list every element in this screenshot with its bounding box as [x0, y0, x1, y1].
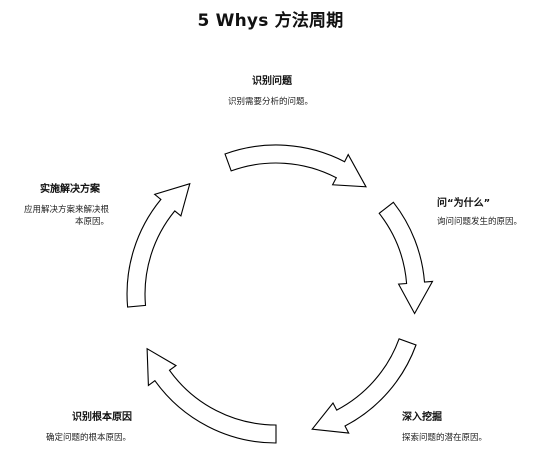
step-root-cause-desc: 确定问题的根本原因。 [46, 433, 132, 443]
arrow-ask-to-dig [378, 201, 434, 315]
step-ask-why-label: 问“为什么” [437, 198, 491, 209]
arrow-root-to-implement [146, 347, 277, 444]
step-dig-deeper-desc: 探索问题的潜在原因。 [402, 433, 488, 443]
step-implement-solution-desc-line-2: 本原因。 [74, 217, 109, 227]
step-identify-problem-desc: 识别需要分析的问题。 [228, 97, 314, 107]
step-implement-solution-desc-line-1: 应用解决方案来解决根 [23, 205, 109, 215]
arrow-identify-to-ask [224, 144, 367, 188]
step-identify-problem-label: 识别问题 [252, 76, 292, 87]
arrow-implement-to-identify [126, 182, 191, 308]
step-dig-deeper-label: 深入挖掘 [402, 412, 442, 423]
arrow-dig-to-root [311, 338, 417, 434]
step-ask-why-desc: 询问问题发生的原因。 [437, 217, 523, 227]
step-implement-solution-desc: 应用解决方案来解决根 本原因。 [8, 204, 109, 228]
step-implement-solution-label: 实施解决方案 [40, 184, 100, 195]
step-root-cause-label: 识别根本原因 [72, 412, 132, 423]
diagram-title: 5 Whys 方法周期 [197, 11, 344, 31]
